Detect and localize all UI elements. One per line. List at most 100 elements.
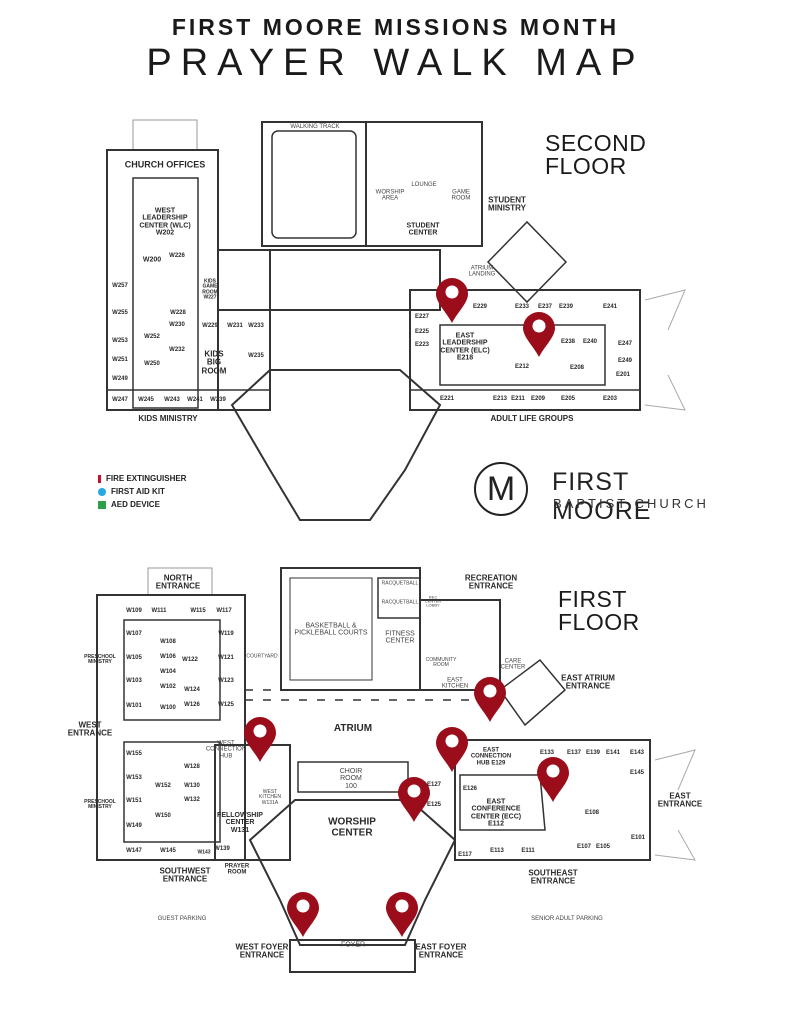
room-label: W119: [218, 630, 234, 637]
map-pin-icon[interactable]: [385, 891, 419, 937]
room-label: W125: [218, 701, 234, 708]
map-pin-icon[interactable]: [473, 676, 507, 722]
room-label: EAST LEADERSHIP CENTER (ELC) E218: [440, 332, 490, 362]
room-label: W103: [126, 677, 142, 684]
legend-item-aed: AED DEVICE: [98, 498, 186, 511]
room-label: E221: [439, 395, 455, 402]
room-label: E237: [537, 303, 553, 310]
room-label: W145: [160, 847, 176, 854]
page-title: PRAYER WALK MAP: [146, 42, 645, 84]
map-pin-icon[interactable]: [536, 756, 570, 802]
room-label: EAST ATRIUM ENTRANCE: [561, 673, 615, 691]
room-label: E225: [414, 328, 430, 335]
room-label: WEST ENTRANCE: [67, 720, 113, 738]
room-label: REC CENTER LOBBY: [424, 594, 442, 609]
room-label: W251: [112, 356, 128, 363]
room-label: W130: [184, 782, 200, 789]
room-label: E227: [414, 313, 430, 320]
room-label: E223: [414, 341, 430, 348]
room-label: E233: [514, 303, 530, 310]
logo-mark-icon: M: [474, 462, 528, 516]
room-label: W126: [184, 701, 200, 708]
room-label: E249: [617, 357, 633, 364]
logo-subtitle: BAPTIST CHURCH: [553, 496, 709, 511]
room-label: FOYER: [340, 941, 366, 949]
room-label: E105: [595, 843, 611, 850]
room-label: W228: [170, 309, 186, 316]
room-label: E205: [560, 395, 576, 402]
room-label: W104: [160, 668, 176, 675]
room-label: W232: [169, 346, 185, 353]
room-label: W108: [160, 638, 176, 645]
room-label: W253: [112, 337, 128, 344]
room-label: RACQUETBALL: [381, 580, 419, 587]
room-label: E101: [630, 834, 646, 841]
room-label: EAST KITCHEN: [441, 677, 469, 690]
room-label: W229: [202, 322, 218, 329]
room-label: RECREATION ENTRANCE: [464, 573, 518, 591]
map-pin-icon[interactable]: [435, 277, 469, 323]
room-label: W106: [160, 653, 176, 660]
room-label: KIDS MINISTRY: [138, 413, 198, 423]
legend-item-first-aid: FIRST AID KIT: [98, 485, 186, 498]
legend-item-fire-extinguisher: FIRE EXTINGUISHER: [98, 472, 186, 485]
room-label: W252: [144, 333, 160, 340]
room-label: E108: [584, 809, 600, 816]
room-label: W115: [190, 607, 206, 614]
room-label: ATRIUM LANDING: [468, 265, 496, 278]
room-label: EAST CONNECTION HUB E129: [470, 747, 512, 767]
room-label: ATRIUM: [333, 722, 373, 734]
event-title: FIRST MOORE MISSIONS MONTH: [171, 14, 620, 40]
room-label: E107: [576, 843, 592, 850]
room-label: W101: [126, 702, 142, 709]
fire-extinguisher-icon: [98, 474, 101, 483]
map-pin-icon[interactable]: [243, 716, 277, 762]
room-label: PRESCHOOL MINISTRY: [84, 798, 116, 810]
map-pin-icon[interactable]: [435, 726, 469, 772]
map-pin-icon[interactable]: [522, 311, 556, 357]
room-label: E241: [602, 303, 618, 310]
room-label: E209: [530, 395, 546, 402]
room-label: W247: [112, 396, 128, 403]
legend-label: AED DEVICE: [111, 500, 160, 509]
room-label: W239: [210, 396, 226, 403]
map-pin-icon[interactable]: [286, 891, 320, 937]
room-label: KIDS BIG ROOM: [201, 349, 227, 376]
room-label: W100: [160, 704, 176, 711]
room-label: E212: [514, 363, 530, 370]
room-label: E133: [539, 749, 555, 756]
room-label: W107: [126, 630, 142, 637]
room-label: W231: [227, 322, 243, 329]
room-label: W143: [197, 849, 211, 856]
room-label: WALKING TRACK: [290, 123, 340, 130]
room-label: E143: [629, 749, 645, 756]
room-label: GAME ROOM: [451, 189, 471, 202]
room-label: E239: [558, 303, 574, 310]
room-label: LOUNGE: [411, 181, 437, 188]
room-label: W257: [112, 282, 128, 289]
room-label: E229: [472, 303, 488, 310]
room-label: W122: [182, 656, 198, 663]
first-floor-heading: FIRST FLOOR: [558, 586, 640, 635]
room-label: CARE CENTER: [500, 658, 526, 671]
room-label: E141: [605, 749, 621, 756]
legend-label: FIRE EXTINGUISHER: [106, 474, 187, 483]
room-label: E203: [602, 395, 618, 402]
room-label: W200: [142, 256, 162, 264]
room-label: W149: [126, 822, 142, 829]
room-label: SENIOR ADULT PARKING: [531, 915, 603, 922]
room-label: W139: [214, 845, 230, 852]
room-label: W117: [216, 607, 232, 614]
room-label: W147: [126, 847, 142, 854]
map-pin-icon[interactable]: [397, 776, 431, 822]
room-label: CHOIR ROOM 100: [339, 767, 363, 790]
room-label: W102: [160, 683, 176, 690]
room-label: STUDENT CENTER: [406, 222, 440, 237]
second-floor-heading: SECOND FLOOR: [545, 130, 647, 179]
room-label: WEST FOYER ENTRANCE: [235, 942, 289, 960]
room-label: E201: [615, 371, 631, 378]
room-label: PRESCHOOL MINISTRY: [84, 653, 116, 665]
room-label: E238: [560, 338, 576, 345]
room-label: W111: [151, 607, 167, 614]
room-label: W121: [218, 654, 234, 661]
